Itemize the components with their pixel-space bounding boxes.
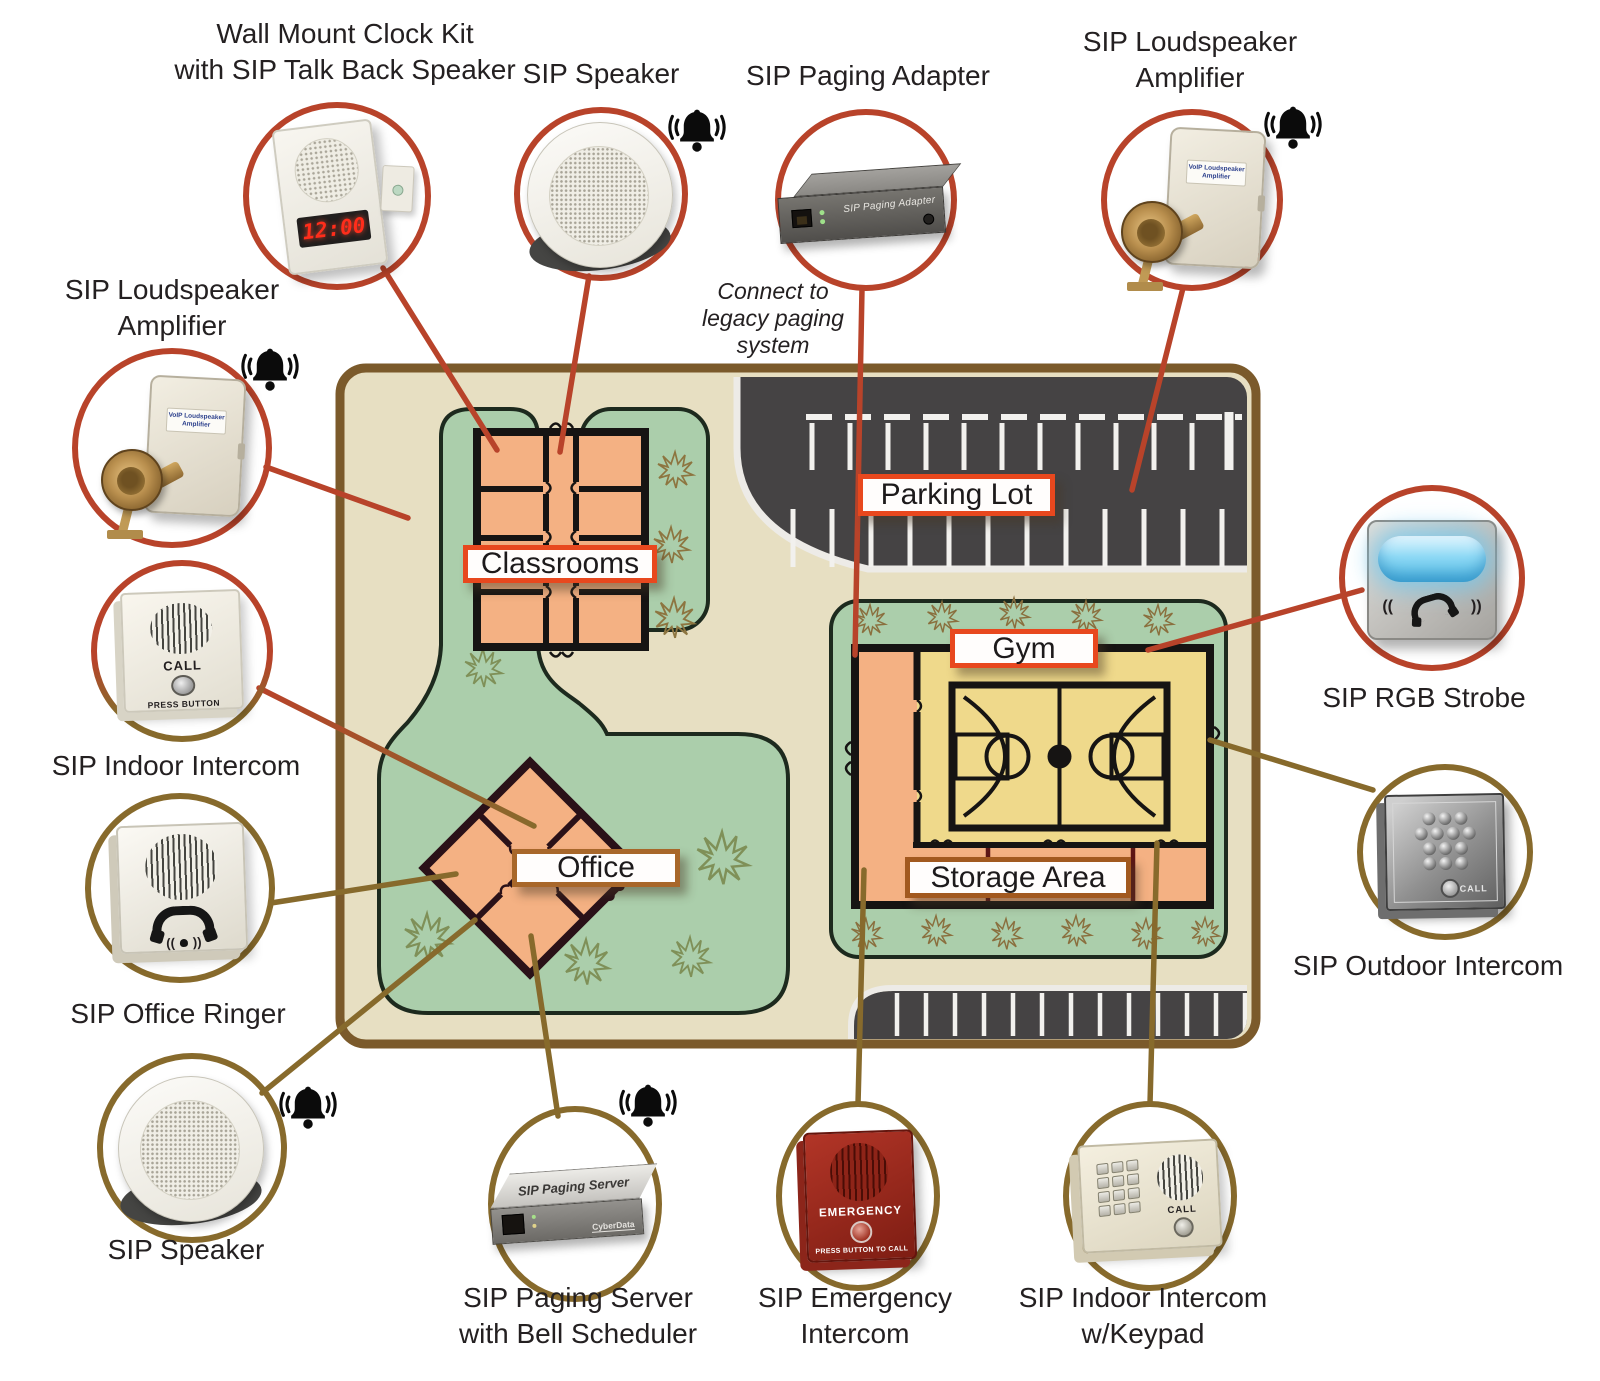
strobe-light-icon [1378,536,1486,582]
speaker-grille-icon [149,601,214,656]
phone-ring-icon: (()) [1382,588,1482,625]
call-button-icon [849,1220,873,1244]
rgb-strobe-label: SIP RGB Strobe [1322,682,1526,713]
bell-icon [1262,103,1324,153]
outdoor-intercom-device: CALL [1383,792,1507,912]
keypad-icon [1096,1159,1141,1218]
speaker-grille-icon [140,1100,240,1200]
clock-plate: 12:00 [271,118,415,276]
clock-display: 12:00 [296,209,372,249]
office-ringer-device: (()) [115,821,249,955]
paging-adapter-label: SIP Paging Adapter [746,60,990,91]
connector-lines [256,265,1376,1119]
call-button-icon [1173,1216,1195,1238]
clock-bracket [380,164,415,213]
speaker-top-label: SIP Speaker [522,58,680,89]
speaker-grille-icon [549,146,649,246]
gym-building [844,644,1221,909]
bell-icon [666,106,728,156]
keypad-intercom-device: CALL [1077,1138,1223,1254]
basketball-court [948,681,1171,832]
emergency-intercom-device: EMERGENCY PRESS BUTTON TO CALL [802,1129,918,1263]
speaker-grille-icon [144,832,219,902]
storage-area-label: Storage Area [905,857,1131,898]
indoor-intercom-label: SIP Indoor Intercom [51,750,301,781]
parking-lot-top [737,377,1247,566]
ethernet-port-icon [791,208,813,229]
office-ringer-label: SIP Office Ringer [70,998,286,1029]
speaker-grille-icon [829,1142,890,1203]
bell-icon [617,1081,679,1131]
office-label: Office [512,849,680,887]
speaker-grille-icon [291,134,363,206]
sip-speaker-device [526,122,675,279]
paging-server-device: SIP Paging Server CyberData [490,1169,660,1245]
indoor-intercom-device: CALL PRESS BUTTON [119,588,245,714]
call-button-icon [170,674,196,697]
classrooms-label: Classrooms [463,545,657,583]
paging-adapter-device: SIP Paging Adapter [777,163,962,245]
classrooms-building [473,422,649,658]
parking-lot-label: Parking Lot [858,474,1055,516]
device-rings [72,102,1533,1302]
clock-kit-device: 12:00 [271,118,415,276]
gym-label: Gym [950,629,1098,668]
speaker-grille-icon [1386,811,1503,871]
speaker-grille-icon [1155,1153,1205,1202]
handset-icon [151,904,215,939]
bell-icon [277,1083,339,1133]
sip-speaker-device [117,1076,266,1233]
outdoor-intercom-label: SIP Outdoor Intercom [1292,950,1564,981]
parking-lot-bottom [851,991,1247,1039]
rgb-strobe-device: (()) [1367,520,1497,640]
speaker-bottom-label: SIP Speaker [107,1234,265,1265]
ethernet-port-icon [501,1213,525,1236]
